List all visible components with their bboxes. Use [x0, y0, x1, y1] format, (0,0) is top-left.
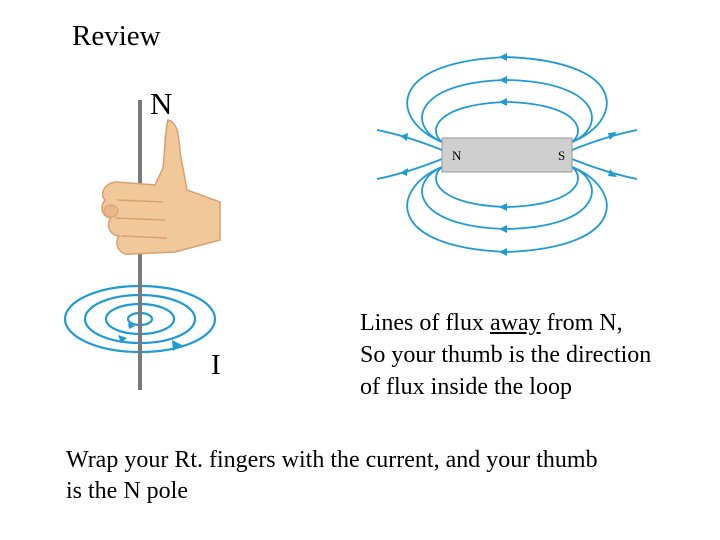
bottom-note: Wrap your Rt. fingers with the current, …: [66, 445, 706, 507]
current-label-i: I: [211, 349, 221, 381]
magnet-field-arrows: [400, 53, 617, 256]
bottom-note-line-2: is the N pole: [66, 478, 188, 504]
magnet-south-label: S: [558, 148, 565, 163]
flux-note: Lines of flux away from N, So your thumb…: [360, 307, 716, 403]
pole-label-n: N: [150, 86, 173, 121]
bar-magnet-field-illustration: N S: [376, 53, 638, 256]
slide-title: Review: [72, 20, 161, 52]
flux-note-line-1: Lines of flux away from N,: [360, 310, 623, 336]
right-hand-rule-illustration: [63, 100, 221, 390]
bar-magnet: [441, 137, 573, 173]
emphasis-away: away: [489, 310, 541, 336]
field-direction-arrows: [118, 323, 182, 351]
magnet-north-label: N: [452, 148, 462, 163]
bottom-note-line-1: Wrap your Rt. fingers with the current, …: [66, 447, 598, 473]
flux-note-line-3: of flux inside the loop: [360, 374, 572, 400]
flux-note-line-2: So your thumb is the direction: [360, 342, 652, 368]
hand-icon: [101, 119, 221, 255]
